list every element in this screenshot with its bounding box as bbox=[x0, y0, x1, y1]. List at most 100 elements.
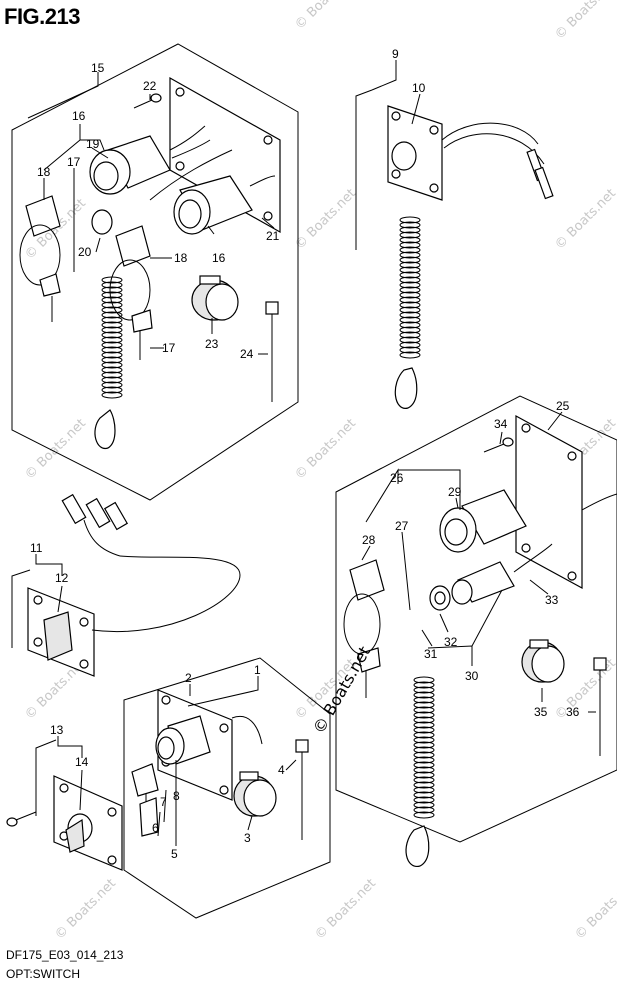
callout-19: 19 bbox=[86, 137, 100, 151]
key-fob-18b bbox=[109, 225, 153, 360]
callout-20: 20 bbox=[78, 245, 92, 259]
lanyard-clip-20 bbox=[94, 409, 116, 449]
coil-loop bbox=[101, 321, 123, 329]
coil-loop bbox=[399, 266, 421, 274]
lanyard-coil-20 bbox=[101, 276, 123, 399]
callout-18b: 18 bbox=[174, 251, 188, 265]
coil-loop bbox=[413, 751, 435, 759]
callout-9: 9 bbox=[392, 47, 399, 61]
coil-loop bbox=[101, 386, 123, 394]
coil-loop bbox=[101, 351, 123, 359]
coil-loop bbox=[399, 256, 421, 264]
watermark-text: © Boats.net bbox=[292, 416, 359, 483]
coil-loop bbox=[399, 226, 421, 234]
callout-28: 28 bbox=[362, 533, 376, 547]
coil-loop bbox=[399, 216, 421, 224]
lanyard-clip-9 bbox=[394, 367, 418, 409]
figure-name: OPT:SWITCH bbox=[6, 967, 80, 981]
callout-15: 15 bbox=[91, 61, 105, 75]
watermark-text: © Boats.net bbox=[552, 0, 617, 43]
coil-loop bbox=[413, 696, 435, 704]
callout-27: 27 bbox=[395, 519, 409, 533]
coil-loop bbox=[101, 341, 123, 349]
coil-loop bbox=[399, 236, 421, 244]
coil-loop bbox=[413, 796, 435, 804]
stop-switch-plate-10 bbox=[387, 105, 554, 201]
leader-lines bbox=[27, 60, 596, 846]
callout-26: 26 bbox=[390, 471, 404, 485]
coil-loop bbox=[399, 321, 421, 329]
coil-loop bbox=[399, 286, 421, 294]
coil-loop bbox=[399, 281, 421, 289]
coil-loop bbox=[101, 316, 123, 324]
callout-3: 3 bbox=[244, 831, 251, 845]
callout-17b: 17 bbox=[162, 341, 176, 355]
coil-loop bbox=[413, 676, 435, 684]
coil-loop bbox=[413, 801, 435, 809]
coil-loop bbox=[101, 376, 123, 384]
screw-22 bbox=[133, 93, 162, 109]
coil-loop bbox=[101, 311, 123, 319]
callout-1: 1 bbox=[254, 663, 261, 677]
figure-title: FIG.213 bbox=[4, 4, 80, 29]
callout-2: 2 bbox=[185, 671, 192, 685]
callout-6: 6 bbox=[152, 821, 159, 835]
coil-loop bbox=[413, 786, 435, 794]
callout-34: 34 bbox=[494, 417, 508, 431]
assembly-box-9 bbox=[355, 89, 373, 250]
cable-tie-24 bbox=[265, 301, 279, 402]
screw-34 bbox=[483, 437, 514, 453]
coil-loop bbox=[413, 726, 435, 734]
coil-loop bbox=[399, 341, 421, 349]
coil-loop bbox=[101, 281, 123, 289]
coil-loop bbox=[399, 306, 421, 314]
callout-36: 36 bbox=[566, 705, 580, 719]
coil-loop bbox=[413, 791, 435, 799]
coil-loop bbox=[399, 261, 421, 269]
callout-31: 31 bbox=[424, 647, 438, 661]
watermark-text: © Boats.net bbox=[292, 186, 359, 253]
coil-loop bbox=[413, 706, 435, 714]
watermark-text: © Boats.net bbox=[552, 186, 617, 253]
coil-loop bbox=[101, 356, 123, 364]
callout-11: 11 bbox=[30, 541, 43, 555]
coil-loop bbox=[101, 361, 123, 369]
watermark-text: © Boats.net bbox=[52, 876, 119, 943]
assembly-box-13 bbox=[35, 739, 57, 816]
coil-loop bbox=[399, 251, 421, 259]
coil-loop bbox=[413, 721, 435, 729]
callout-10: 10 bbox=[412, 81, 426, 95]
coil-loop bbox=[413, 776, 435, 784]
coil-loop bbox=[399, 271, 421, 279]
coil-loop bbox=[413, 681, 435, 689]
coil-loop bbox=[413, 731, 435, 739]
coil-loop bbox=[399, 246, 421, 254]
coil-loop bbox=[101, 276, 123, 284]
coil-loop bbox=[413, 736, 435, 744]
coil-loop bbox=[101, 326, 123, 334]
coil-loop bbox=[413, 686, 435, 694]
coil-loop bbox=[399, 301, 421, 309]
coil-loop bbox=[399, 241, 421, 249]
callout-14: 14 bbox=[75, 755, 89, 769]
coil-loop bbox=[101, 301, 123, 309]
coil-loop bbox=[399, 351, 421, 359]
stop-switch-30 bbox=[451, 543, 553, 605]
cap-3 bbox=[233, 771, 277, 817]
callout-7: 7 bbox=[160, 795, 167, 809]
ignition-switch-19 bbox=[89, 125, 211, 195]
callout-33: 33 bbox=[545, 593, 559, 607]
coil-loop bbox=[101, 306, 123, 314]
cable-tie-4 bbox=[295, 739, 309, 840]
callout-labels: 15 22 16 19 17 18 20 18 16 21 23 24 17 9… bbox=[30, 47, 580, 861]
coil-loop bbox=[413, 701, 435, 709]
nut-32 bbox=[429, 585, 451, 611]
watermark-text: © Boats.net bbox=[312, 876, 379, 943]
cap-35 bbox=[521, 639, 565, 683]
cable-tie-36 bbox=[593, 657, 607, 756]
coil-loop bbox=[399, 221, 421, 229]
callout-16b: 16 bbox=[212, 251, 226, 265]
stop-switch-20 bbox=[91, 209, 113, 235]
coil-loop bbox=[101, 286, 123, 294]
